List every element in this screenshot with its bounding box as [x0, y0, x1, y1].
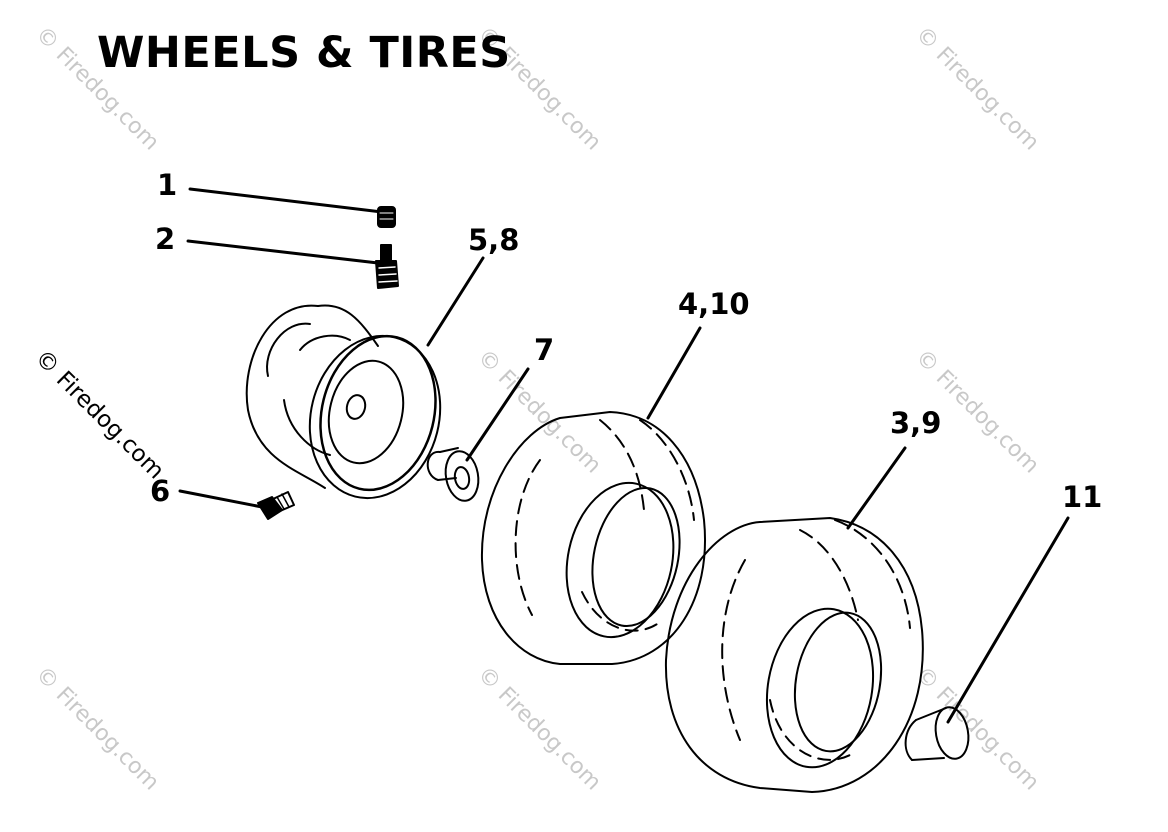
bearing-part: [904, 706, 970, 761]
tire-part: [480, 411, 706, 665]
leader-lines: [178, 187, 1070, 724]
callout-6: 6: [150, 474, 171, 508]
leader-line-1: [188, 187, 384, 214]
callout-7: 7: [534, 333, 555, 367]
valve-stem-part: [375, 244, 399, 289]
lug-bolt-part: [257, 491, 295, 520]
tire-part: [664, 517, 924, 793]
leader-line-58: [426, 256, 485, 347]
leader-line-39: [846, 446, 907, 530]
leader-line-2: [186, 239, 380, 265]
leader-line-11: [946, 516, 1070, 724]
callout-3-9: 3,9: [890, 406, 942, 440]
callout-4-10: 4,10: [678, 287, 750, 321]
bushing-part: [426, 447, 480, 502]
callout-1: 1: [157, 168, 178, 202]
wheel-rim-part: [245, 304, 442, 500]
callout-11: 11: [1062, 480, 1103, 514]
leader-line-410: [646, 326, 702, 420]
valve-cap-part: [377, 206, 396, 228]
diagram-title: WHEELS & TIRES: [97, 28, 511, 78]
callout-5-8: 5,8: [468, 223, 520, 257]
leader-line-7: [465, 367, 530, 462]
leader-line-6: [178, 489, 264, 509]
callout-2: 2: [155, 222, 176, 256]
